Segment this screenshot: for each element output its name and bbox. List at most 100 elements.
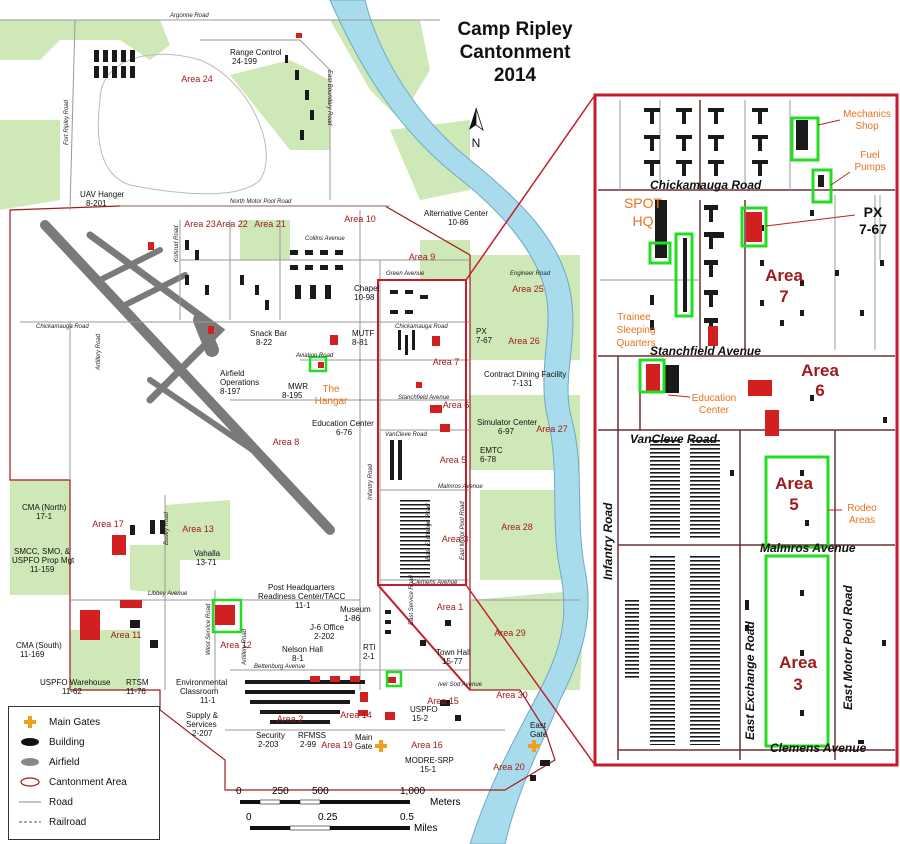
west-service-road-label: West Service Road [206, 603, 212, 655]
inset-area-outline-tail [377, 584, 471, 691]
area-9-label: Area 9 [409, 252, 436, 262]
kolsrud-road-label: Kolsrud Road [174, 225, 180, 262]
env-classroom-id: 11-1 [200, 696, 216, 705]
north-arrow-label: N [472, 136, 481, 150]
vancleve-road-label: VanCleve Road [385, 432, 427, 438]
mwr-label: MWR [288, 382, 308, 391]
alternative-center-label: Alternative Center [424, 209, 488, 218]
main-gate-label: Main [355, 733, 372, 742]
inset-area-7-label: Area [765, 266, 803, 285]
museum-label: Museum [340, 605, 371, 614]
uav-hanger-id: 8-201 [86, 199, 107, 208]
area-labels: Area 24 Area 23 Area 22 Area 21 Area 10 … [92, 74, 568, 772]
scale-mi-025: 0.25 [318, 812, 338, 823]
map-legend: Main Gates Building Airfield Cantonment … [8, 706, 160, 840]
the-hangar-label: The [322, 384, 340, 395]
inset-map [593, 93, 899, 767]
security-label: Security [256, 731, 285, 740]
inset-area-3-label: Area [779, 653, 817, 672]
airfield [40, 220, 335, 535]
artillery-road-label-2: Artillery Road [242, 628, 248, 666]
range-control-label: Range Control [230, 48, 282, 57]
smcc-id: 11-159 [30, 565, 55, 574]
j6-id: 2-202 [314, 632, 335, 641]
nelson-hall-id: 8-1 [292, 654, 304, 663]
buildings [94, 50, 550, 781]
airfield-ops-id: 8-197 [220, 387, 241, 396]
inset-education-center-label: Education [692, 393, 736, 404]
rodeo-label-2: Areas [849, 515, 875, 526]
libbey-avenue-label: Libbey Avenue [148, 591, 188, 597]
area-28-label: Area 28 [501, 522, 533, 532]
museum-id: 1-86 [344, 614, 361, 623]
scale-miles-unit: Miles [414, 823, 438, 834]
area-23-label: Area 23 [184, 219, 216, 229]
mechanics-shop-label: Mechanics [843, 109, 891, 120]
cantonment-boundary [9, 205, 556, 791]
mwr-id: 8-195 [282, 391, 303, 400]
clemens-avenue-label: Clemens Avenue [412, 580, 458, 586]
area-12-label: Area 12 [220, 640, 252, 650]
building-icon [17, 736, 43, 748]
north-motor-pool-road-label: North Motor Pool Road [230, 199, 292, 205]
spot-hq-label: SPOT [624, 195, 663, 211]
legend-cantonment-label: Cantonment Area [49, 776, 127, 788]
rti-id: 2-1 [363, 652, 375, 661]
contract-dining-id: 7-131 [512, 379, 533, 388]
iver-sod-avenue-label: Iver Sod Avenue [438, 682, 483, 688]
j6-label: J-6 Office [310, 623, 345, 632]
spot-hq-callout: SPOT HQ [624, 195, 663, 229]
inset-area-5-number: 5 [789, 495, 798, 514]
road-labels: Argonne Road Fort Ripley Road East Bound… [36, 13, 551, 688]
nelson-hall-label: Nelson Hall [282, 645, 323, 654]
emtc-label: EMTC [480, 446, 503, 455]
town-hall-label: Town Hall [436, 648, 471, 657]
uav-hanger-label: UAV Hanger [80, 190, 125, 199]
inset-area-outline [377, 279, 467, 586]
inset-px-callout: PX 7-67 [859, 204, 887, 237]
cma-south-id: 11-169 [20, 650, 45, 659]
inset-east-motor-pool-label: East Motor Pool Road [841, 585, 855, 710]
inset-scattered-buildings [730, 470, 886, 744]
area-16-label: Area 16 [411, 740, 443, 750]
chickamauga-road-label: Chickamauga Road [36, 324, 89, 330]
env-classroom-label: Environmental [176, 678, 227, 687]
inset-malmros-label: Malmros Avenue [760, 541, 856, 555]
inset-chickamauga-label: Chickamauga Road [650, 178, 762, 192]
supply-id: 2-207 [192, 729, 213, 738]
map-title-line-3: 2014 [493, 65, 537, 86]
rti-label: RTI [363, 643, 376, 652]
inset-leaders [667, 119, 856, 511]
stanchfield-avenue-label: Stanchfield Avenue [398, 395, 450, 401]
bodey-road-label: Bodey Road [164, 511, 170, 545]
fuel-pumps-label: Fuel [860, 150, 879, 161]
area-5-label: Area 5 [440, 455, 467, 465]
map-title-line-1: Camp Ripley [457, 19, 573, 40]
inset-area-6-number: 6 [815, 381, 824, 400]
town-hall-id: 15-77 [442, 657, 463, 666]
legend-road: Road [17, 795, 73, 809]
inset-px-label: PX [864, 204, 883, 220]
supply-label-2: Services [186, 720, 217, 729]
inset-buildings [644, 108, 887, 423]
modre-label: MODRE-SRP [405, 756, 454, 765]
scale-mi-05: 0.5 [400, 812, 414, 823]
legend-main-gates-label: Main Gates [49, 716, 101, 728]
fuel-pumps-label-2: Pumps [854, 162, 885, 173]
cantonment-icon [17, 776, 43, 788]
area-20-label: Area 20 [493, 762, 525, 772]
airfield-ops-label-2: Operations [220, 378, 259, 387]
inset-highlights [638, 116, 833, 748]
bettenburg-avenue-label: Bettenburg Avenue [254, 664, 306, 670]
inset-vancleve-label: VanCleve Road [630, 432, 718, 446]
map-title-line-2: Cantonment [459, 42, 571, 63]
main-gate-label-2: Gate [355, 742, 373, 751]
post-hq-label-2: Readiness Center/TACC [258, 592, 346, 601]
mechanics-shop-label-2: Shop [855, 121, 879, 132]
inset-callouts: Mechanics Shop Fuel Pumps Trainee Sleepi… [617, 109, 891, 526]
facility-buildings [80, 33, 450, 720]
env-classroom-label-2: Classroom [180, 687, 219, 696]
snack-bar-id: 8-22 [256, 338, 273, 347]
area-8-label: Area 8 [273, 437, 300, 447]
area-24-label: Area 24 [181, 74, 213, 84]
